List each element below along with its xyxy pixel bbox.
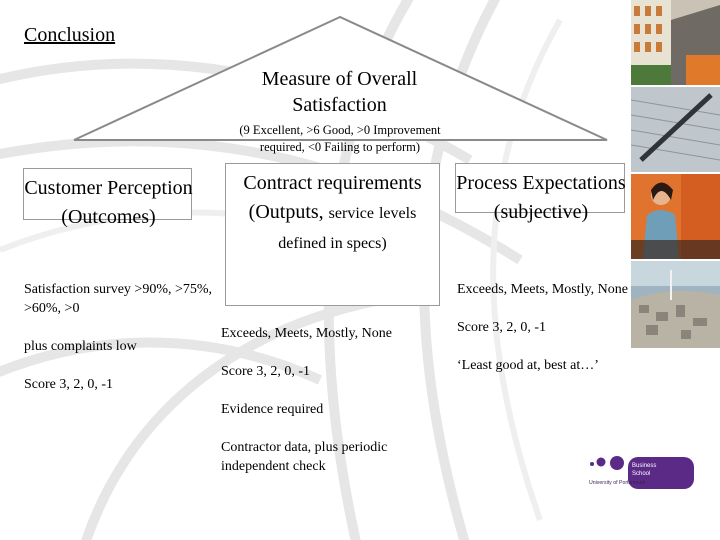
detail-item: Exceeds, Meets, Mostly, None — [221, 326, 392, 341]
detail-item: plus complaints low — [24, 339, 137, 354]
pillar-label: Customer Perception (Outcomes) — [24, 177, 193, 228]
pillar-customer-perception: Customer Perception (Outcomes) — [23, 168, 193, 228]
detail-item: ‘Least good at, best at…’ — [457, 358, 599, 373]
photo-strip-image — [631, 0, 720, 348]
pillar-label: Process Expectations (subjective) — [456, 172, 626, 223]
column-customer-details: Satisfaction survey >90%, >75%, >60%, >0… — [24, 280, 214, 413]
pillar-label: Contract requirements (Outputs, — [243, 172, 422, 223]
detail-item: Score 3, 2, 0, -1 — [457, 320, 547, 335]
university-logo: Business School University of Portsmouth — [589, 456, 694, 489]
detail-item: Satisfaction survey >90%, >75%, >60%, >0 — [24, 282, 213, 316]
detail-item: Evidence required — [221, 402, 324, 417]
column-contract-details: Exceeds, Meets, Mostly, None Score 3, 2,… — [221, 324, 436, 495]
roof-triangle — [73, 15, 608, 141]
pillar-label-small: service — [328, 205, 374, 222]
detail-item: Score 3, 2, 0, -1 — [221, 364, 311, 379]
roof-title: Measure of Overall Satisfaction — [261, 68, 418, 116]
roof-subtitle: (9 Excellent, >6 Good, >0 Improvement re… — [239, 123, 441, 154]
detail-item: Contractor data, plus periodic independe… — [221, 440, 388, 474]
pillar-label-end: levels defined in specs) — [278, 205, 417, 252]
detail-item: Exceeds, Meets, Mostly, None — [457, 282, 628, 297]
logo-dot-icon — [596, 457, 606, 467]
column-process-details: Exceeds, Meets, Mostly, None Score 3, 2,… — [457, 280, 632, 394]
university-name: University of Portsmouth — [589, 480, 646, 486]
business-school-text: Business — [632, 463, 656, 469]
business-school-badge — [628, 457, 694, 489]
slide-title: Conclusion — [24, 24, 116, 46]
pillar-contract-requirements: Contract requirements (Outputs, service … — [225, 163, 440, 306]
business-school-text: School — [632, 471, 650, 477]
logo-dot-icon — [610, 456, 624, 470]
logo-dot-icon — [590, 462, 594, 466]
detail-item: Score 3, 2, 0, -1 — [24, 377, 114, 392]
pillar-process-expectations: Process Expectations (subjective) — [455, 163, 626, 223]
